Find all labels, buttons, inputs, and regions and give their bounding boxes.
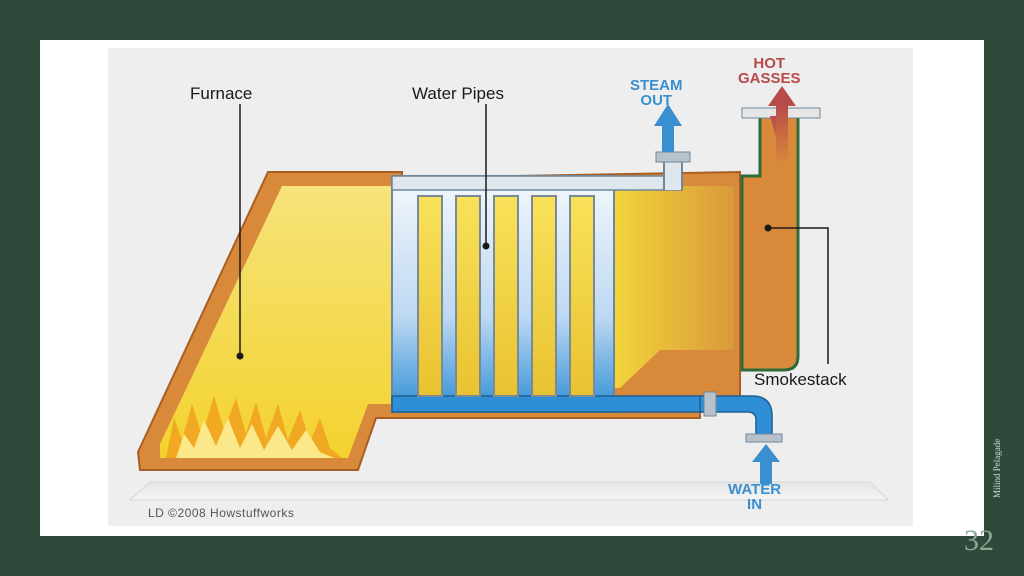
slide-number: 32	[964, 524, 994, 557]
water-inlet	[699, 391, 783, 443]
hot-gasses-label: HOT GASSES	[738, 55, 801, 87]
leader-dots	[236, 224, 772, 360]
steam-arrow	[654, 104, 682, 152]
furnace-label: Furnace	[190, 84, 253, 103]
leader-lines	[239, 104, 829, 364]
steam-out-label: STEAM OUT	[630, 77, 683, 109]
image-credit: LD ©2008 Howstuffworks	[148, 506, 295, 520]
floor-shadow	[128, 481, 890, 501]
water-in-arrow	[752, 444, 780, 484]
hot-gas-arrow	[768, 86, 796, 164]
water-tubes	[417, 195, 595, 397]
water-pipes-label: Water Pipes	[412, 84, 504, 103]
flames	[166, 396, 342, 458]
steam-outlet	[655, 151, 691, 190]
author-name: Milind Pelagade	[992, 438, 1002, 498]
smokestack-label: Smokestack	[754, 370, 847, 389]
water-header	[391, 395, 711, 413]
furnace-interior	[160, 186, 392, 458]
steam-header	[391, 175, 683, 191]
right-chamber	[606, 186, 734, 388]
water-in-label: WATER IN	[728, 481, 782, 513]
